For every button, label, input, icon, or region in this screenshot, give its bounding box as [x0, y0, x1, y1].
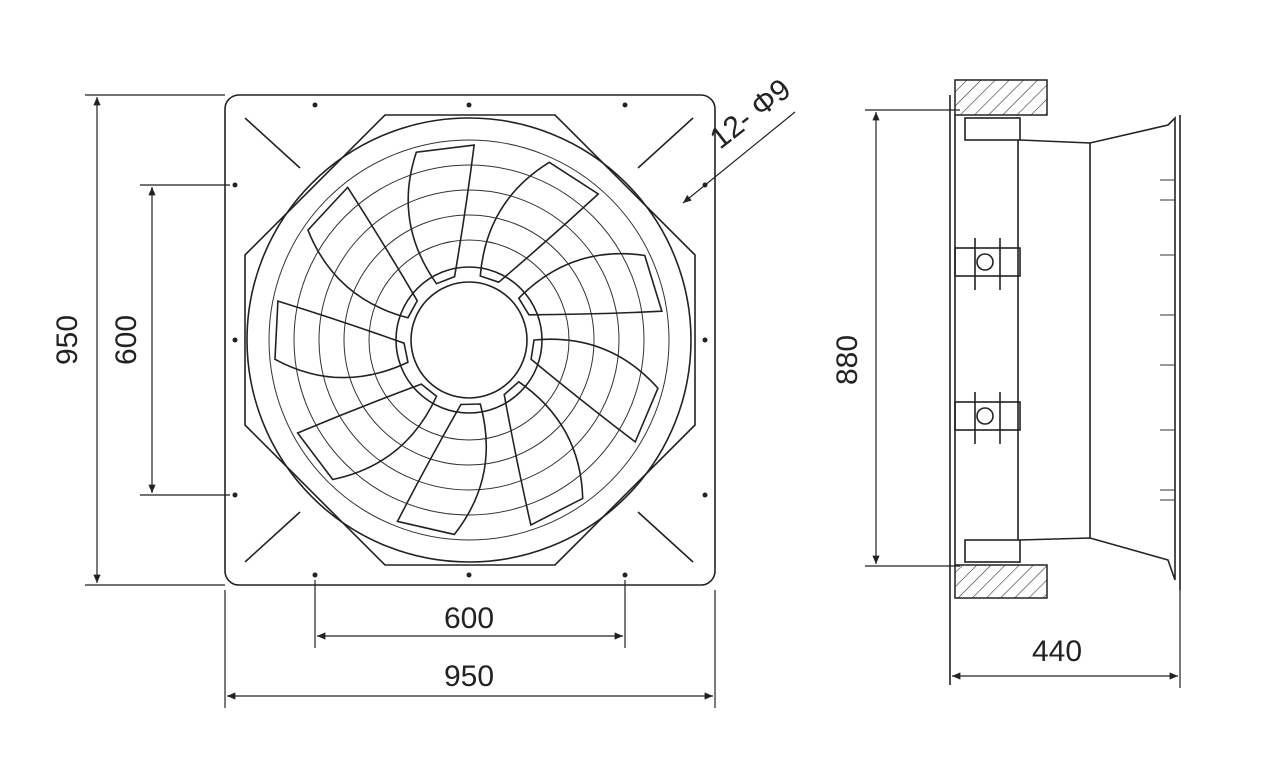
width-dimension-label: 950	[444, 660, 494, 693]
fan-blade	[517, 252, 663, 316]
hub	[410, 281, 528, 399]
vertical-bolt-spacing-label: 600	[110, 315, 143, 365]
mounting-plate	[224, 94, 716, 586]
guard-ring	[343, 214, 595, 466]
fan-ring-inner	[268, 139, 670, 541]
guard-ring	[318, 189, 620, 491]
fan-blade	[530, 338, 659, 444]
side-height-label: 880	[831, 335, 864, 385]
wall-section-bottom	[954, 564, 1048, 599]
mounting-hole	[702, 337, 708, 343]
horizontal-bolt-spacing-label: 600	[444, 602, 494, 635]
mounting-hole	[312, 572, 318, 578]
wire-guard	[293, 164, 645, 516]
side-dimension-lines	[865, 109, 1181, 688]
height-dimension-label: 950	[51, 315, 84, 365]
mounting-hole	[702, 492, 708, 498]
fan-blade	[479, 161, 600, 284]
fan-blade	[307, 186, 419, 319]
fan-blade	[274, 300, 409, 379]
mounting-hole	[232, 182, 238, 188]
mounting-hole	[312, 102, 318, 108]
diagonal-struts	[244, 117, 694, 563]
fan-blades	[274, 144, 663, 536]
fan-blade	[407, 144, 476, 285]
housing-outline	[949, 95, 1181, 685]
mounting-hole	[466, 102, 472, 108]
side-view: 880 440	[831, 79, 1181, 688]
mounting-holes	[232, 102, 708, 578]
guard-ring	[293, 164, 645, 516]
fan-ring-outer	[246, 117, 692, 563]
depth-label: 440	[1032, 635, 1082, 668]
mounting-hole	[232, 337, 238, 343]
mounting-hole	[622, 572, 628, 578]
mounting-hole	[622, 102, 628, 108]
hub-outer	[395, 266, 543, 414]
fan-blade	[503, 380, 584, 527]
fan-blade	[296, 383, 438, 481]
flange-ribs	[1160, 179, 1175, 501]
front-view: 950 600 600 950 12- Φ9	[51, 73, 797, 708]
mounting-hole	[232, 492, 238, 498]
dimension-lines	[85, 94, 796, 708]
fan-blade	[396, 403, 488, 536]
holes-callout-label: 12- Φ9	[704, 73, 797, 156]
mounting-hole	[466, 572, 472, 578]
wall-section-top	[954, 79, 1048, 116]
